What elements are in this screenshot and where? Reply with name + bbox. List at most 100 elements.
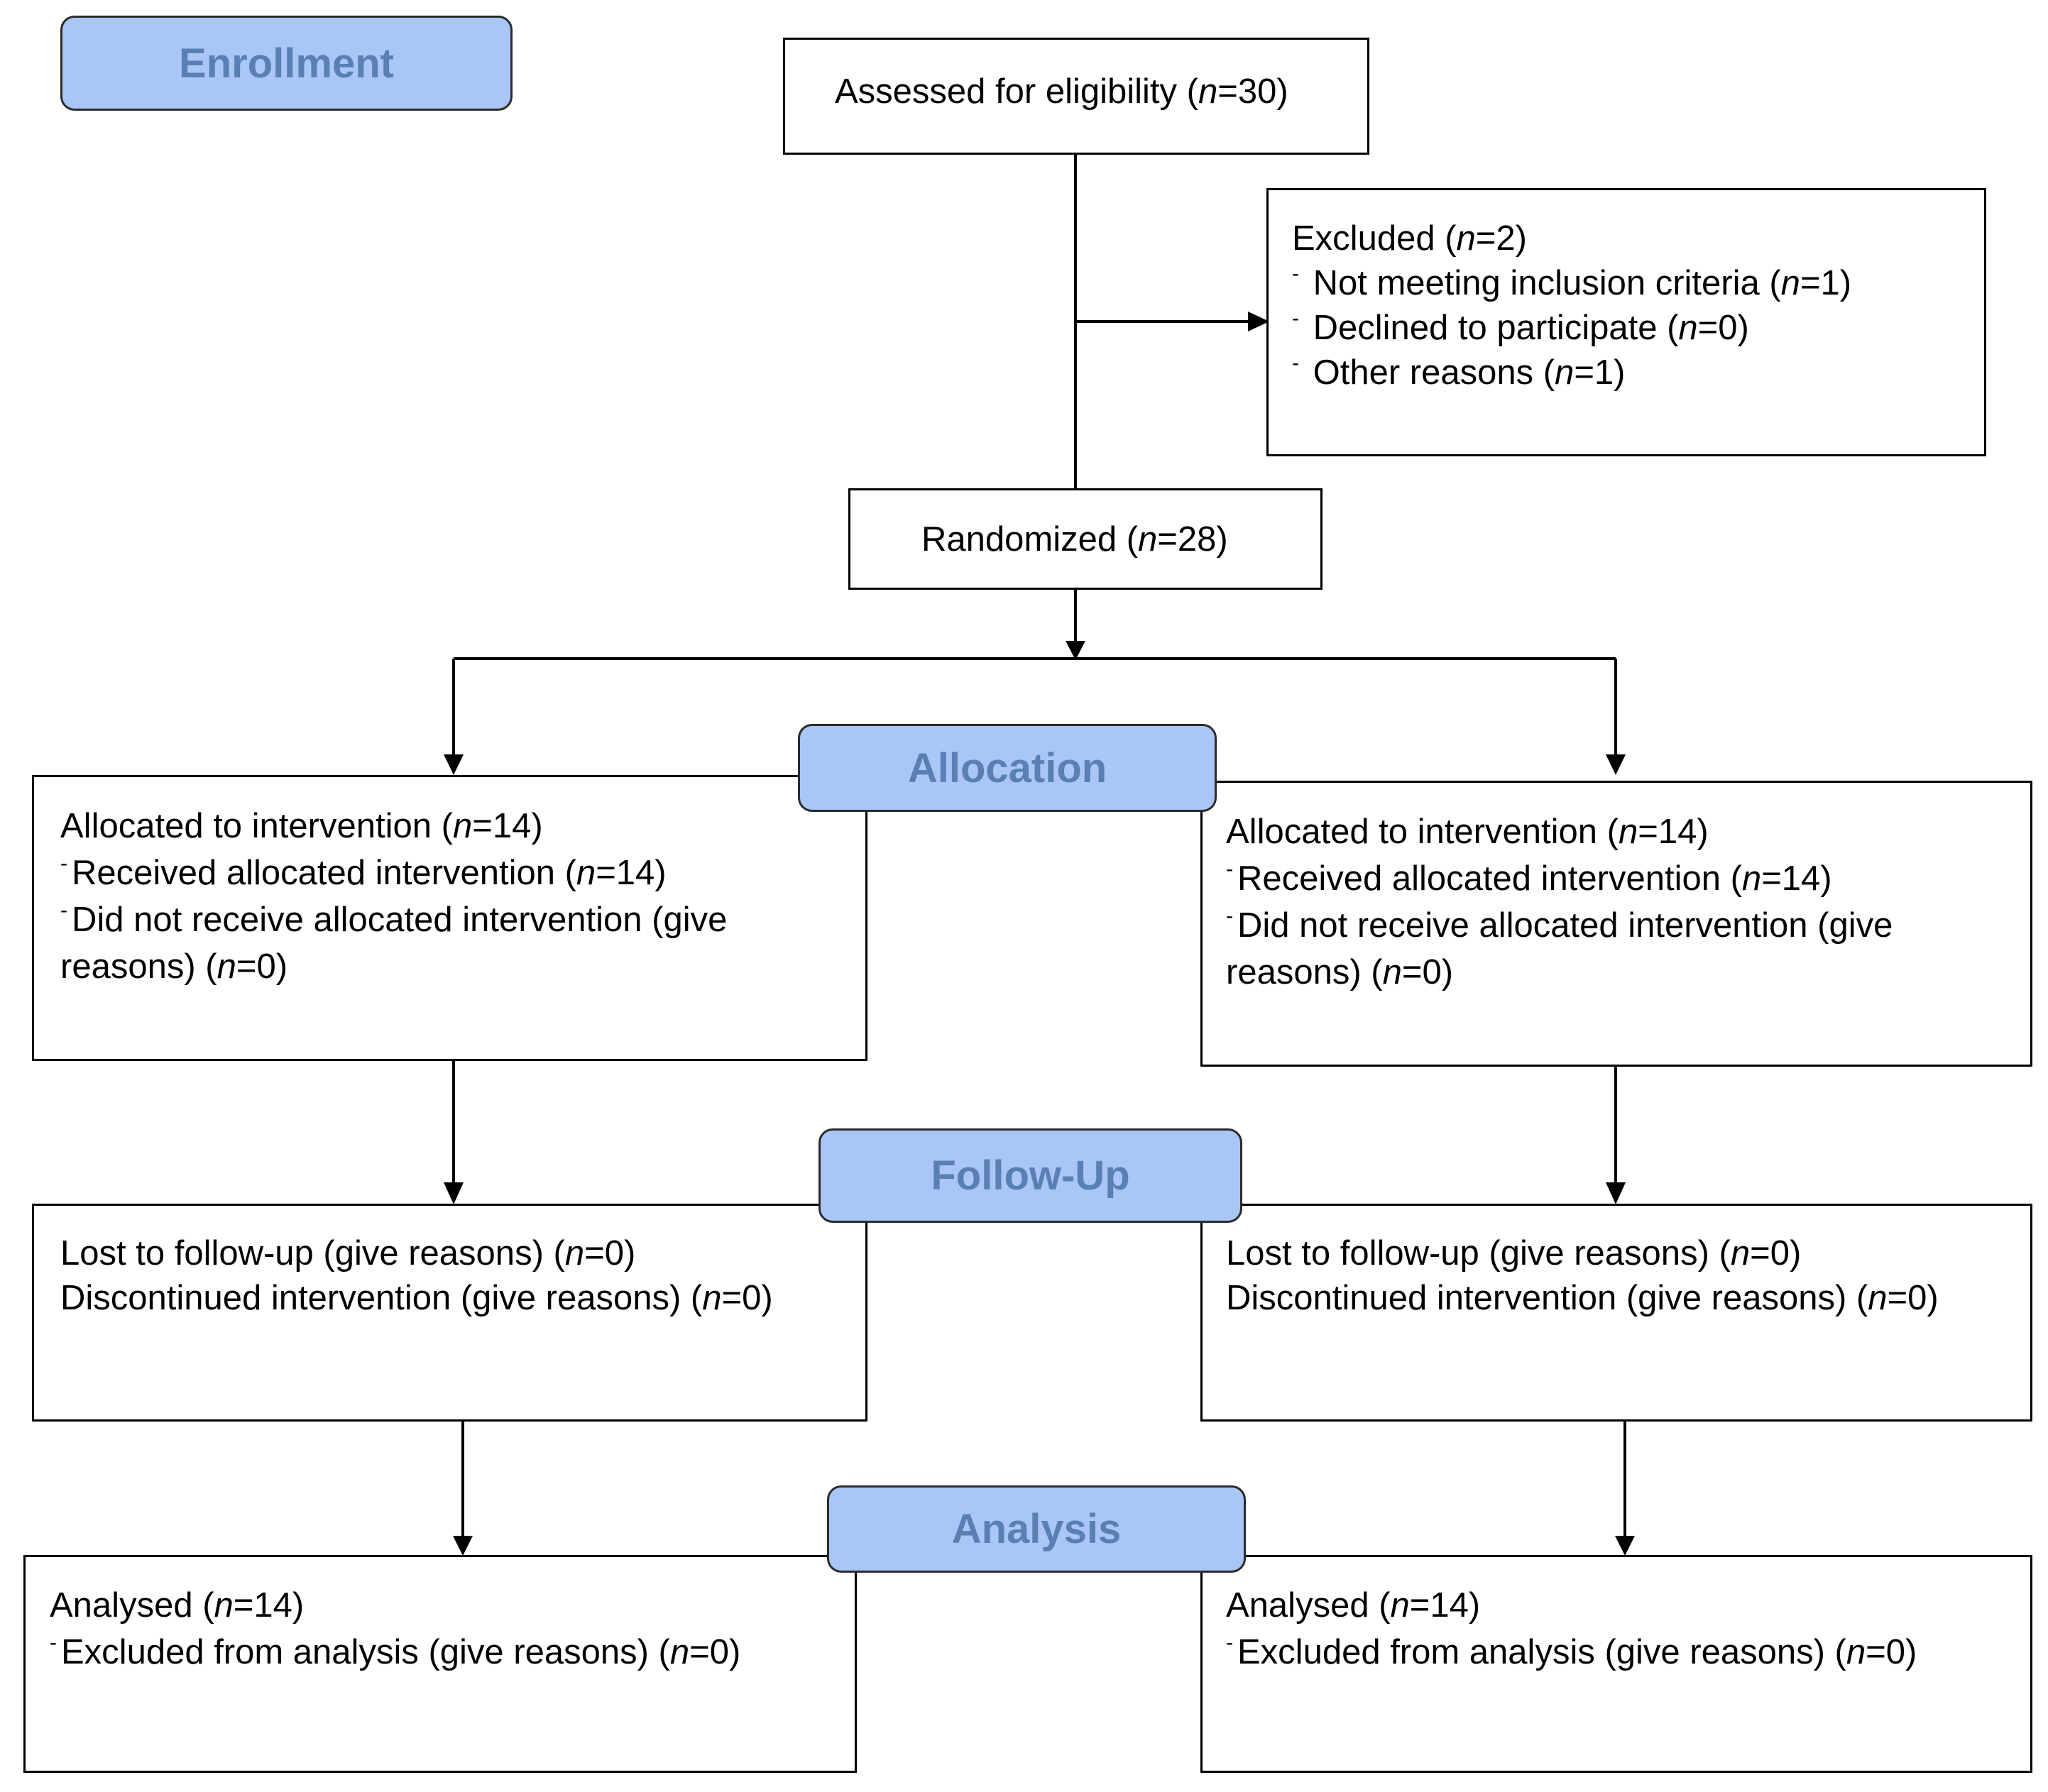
- stage-enrollment: Enrollment: [60, 16, 513, 111]
- n-symbol: n: [1390, 1586, 1410, 1625]
- arrowhead-left-analysis: [453, 1536, 473, 1556]
- allocation-title: Allocated to intervention (: [60, 807, 453, 845]
- discontinued-count: =0): [1887, 1279, 1939, 1317]
- excluded-reason-1: - Not meeting inclusion criteria (n=1): [1292, 260, 1851, 307]
- excluded-analysis-count: =0): [689, 1633, 741, 1671]
- allocation-title: Allocated to intervention (: [1226, 813, 1619, 851]
- reason-label: Not meeting inclusion criteria (: [1313, 264, 1781, 302]
- bullet-dash: -: [1226, 904, 1233, 928]
- bullet-dash: -: [1292, 307, 1299, 330]
- analysis-right-box: Analysed (n=14) -Excluded from analysis …: [1200, 1555, 2032, 1773]
- allocation-left-box: Allocated to intervention (n=14) -Receiv…: [32, 775, 867, 1061]
- arrowhead-right-analysis: [1615, 1536, 1635, 1556]
- n-symbol: n: [1555, 353, 1575, 392]
- lost-count: =0): [1750, 1234, 1802, 1272]
- arrowhead-right-alloc: [1606, 754, 1626, 775]
- excluded-analysis-label: Excluded from analysis (give reasons) (: [61, 1633, 670, 1671]
- assessed-label: Assessed for eligibility (: [835, 72, 1198, 111]
- bullet-dash: -: [1292, 262, 1299, 285]
- excluded-analysis-count: =0): [1866, 1633, 1917, 1671]
- n-symbol: n: [1780, 264, 1800, 302]
- assessed-box: Assessed for eligibility (n=30): [783, 38, 1369, 155]
- stage-enrollment-label: Enrollment: [179, 40, 394, 87]
- reason-count: =1): [1800, 264, 1852, 302]
- analysed-count: =14): [1409, 1586, 1481, 1625]
- arrowhead-left-alloc: [444, 754, 464, 775]
- discontinued-label: Discontinued intervention (give reasons)…: [1226, 1279, 1868, 1317]
- bullet-dash: -: [60, 898, 67, 922]
- excluded-reason-3: - Other reasons (n=1): [1292, 349, 1626, 396]
- n-symbol: n: [1198, 72, 1218, 111]
- n-symbol: n: [217, 947, 236, 986]
- lost-label: Lost to follow-up (give reasons) (: [1226, 1234, 1731, 1272]
- excluded-title: Excluded (: [1292, 219, 1457, 258]
- n-symbol: n: [214, 1586, 234, 1625]
- reason-count: =0): [1697, 309, 1749, 347]
- arrowhead-right-followup: [1606, 1182, 1626, 1204]
- discontinued-count: =0): [721, 1279, 773, 1317]
- not-received-count: =0): [1401, 953, 1454, 991]
- n-symbol: n: [1382, 953, 1402, 991]
- not-received-count: =0): [236, 947, 288, 986]
- allocation-right-box: Allocated to intervention (n=14) -Receiv…: [1200, 781, 2032, 1067]
- received-label: Received allocated intervention (: [72, 854, 576, 892]
- n-symbol: n: [1138, 520, 1158, 559]
- n-symbol: n: [1846, 1633, 1866, 1671]
- bullet-dash: -: [1226, 857, 1233, 881]
- n-symbol: n: [1730, 1234, 1751, 1272]
- stage-allocation-label: Allocation: [907, 744, 1107, 791]
- excluded-count: =2): [1475, 219, 1527, 258]
- n-symbol: n: [1456, 219, 1476, 258]
- received-label: Received allocated intervention (: [1237, 859, 1742, 898]
- n-symbol: n: [564, 1234, 585, 1272]
- bullet-dash: -: [60, 852, 67, 875]
- received-count: =14): [1761, 859, 1832, 898]
- analysed-label: Analysed (: [50, 1586, 214, 1625]
- stage-allocation: Allocation: [798, 724, 1217, 812]
- reason-label: Declined to participate (: [1313, 309, 1679, 347]
- n-symbol: n: [669, 1633, 690, 1671]
- allocation-count: =14): [1638, 813, 1709, 851]
- arrowhead-left-followup: [444, 1182, 464, 1204]
- n-symbol: n: [1678, 309, 1698, 347]
- not-received-label-cont: reasons) (: [1226, 953, 1383, 991]
- lost-count: =0): [584, 1234, 636, 1272]
- excluded-analysis-label: Excluded from analysis (give reasons) (: [1237, 1633, 1846, 1671]
- n-symbol: n: [452, 807, 473, 845]
- randomized-label: Randomized (: [921, 520, 1139, 559]
- analysed-label: Analysed (: [1226, 1586, 1391, 1625]
- bullet-dash: -: [1226, 1631, 1233, 1654]
- not-received-label: Did not receive allocated intervention (…: [72, 901, 728, 939]
- bullet-dash: -: [1292, 351, 1299, 375]
- stage-follow-up-label: Follow-Up: [931, 1153, 1130, 1199]
- n-symbol: n: [1868, 1279, 1888, 1317]
- received-count: =14): [596, 854, 667, 892]
- stage-analysis: Analysis: [827, 1485, 1246, 1573]
- randomized-box: Randomized (n=28): [848, 488, 1323, 590]
- reason-count: =1): [1574, 353, 1626, 392]
- n-symbol: n: [702, 1279, 722, 1317]
- not-received-label-cont: reasons) (: [60, 947, 217, 986]
- excluded-box: Excluded (n=2) - Not meeting inclusion c…: [1266, 188, 1986, 456]
- allocation-count: =14): [472, 807, 543, 845]
- followup-right-box: Lost to follow-up (give reasons) (n=0) D…: [1200, 1204, 2032, 1422]
- n-symbol: n: [576, 854, 596, 892]
- n-symbol: n: [1741, 859, 1762, 898]
- assessed-count: =30): [1217, 72, 1288, 111]
- reason-label: Other reasons (: [1313, 353, 1555, 392]
- followup-left-box: Lost to follow-up (give reasons) (n=0) D…: [32, 1204, 867, 1422]
- randomized-count: =28): [1157, 520, 1228, 559]
- n-symbol: n: [1618, 813, 1638, 851]
- arrowhead-excluded: [1248, 312, 1269, 331]
- lost-label: Lost to follow-up (give reasons) (: [60, 1234, 565, 1272]
- not-received-label: Did not receive allocated intervention (…: [1237, 906, 1893, 945]
- stage-analysis-label: Analysis: [951, 1506, 1122, 1552]
- bullet-dash: -: [50, 1631, 57, 1654]
- discontinued-label: Discontinued intervention (give reasons)…: [60, 1279, 703, 1317]
- stage-follow-up: Follow-Up: [818, 1128, 1242, 1223]
- arrowhead-randomized: [1066, 641, 1085, 660]
- analysis-left-box: Analysed (n=14) -Excluded from analysis …: [23, 1555, 857, 1773]
- excluded-reason-2: - Declined to participate (n=0): [1292, 304, 1749, 351]
- analysed-count: =14): [233, 1586, 305, 1625]
